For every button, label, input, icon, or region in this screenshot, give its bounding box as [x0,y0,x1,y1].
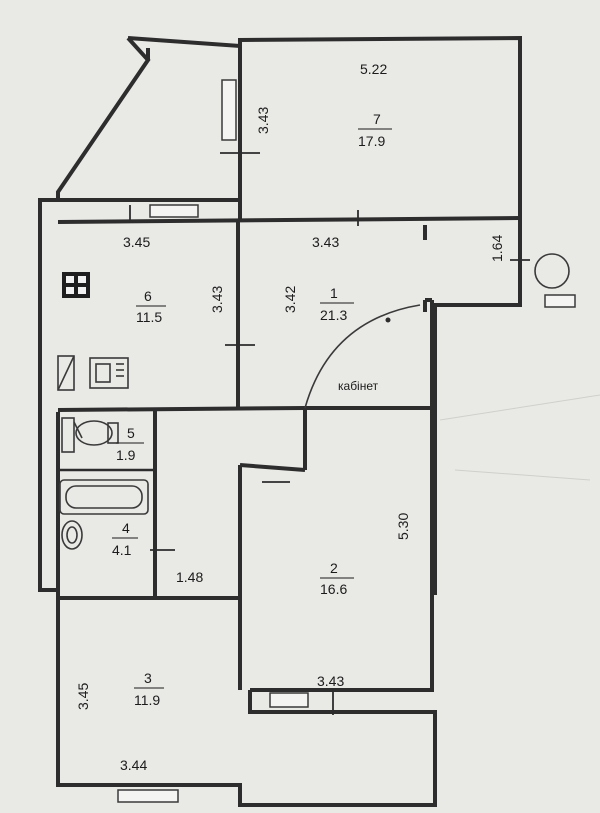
dim-corridor-width: 1.48 [176,569,203,585]
kitchen-stove-icon [62,272,90,298]
room-3-label: 3 11.9 [134,670,164,708]
interior-walls [56,46,521,690]
dim-room2-depth: 5.30 [395,513,411,540]
svg-text:1.9: 1.9 [116,447,136,463]
room-1-label: 1 21.3 [320,285,354,323]
dim-kitchen-depth: 3.43 [209,286,225,313]
room-7-label: 7 17.9 [358,111,392,149]
svg-text:17.9: 17.9 [358,133,385,149]
svg-text:5: 5 [127,425,135,441]
dim-room3-width: 3.44 [120,757,147,773]
dim-balcony-width: 3.43 [255,107,271,134]
bathtub-icon [59,479,149,515]
dim-hall-width: 3.43 [312,234,339,250]
balcony-column-icon [534,253,576,308]
svg-text:4.1: 4.1 [112,542,132,558]
room-5-label: 5 1.9 [116,425,144,463]
kitchen-sink-icon [89,357,129,389]
exterior-walls [38,35,522,807]
svg-text:6: 6 [144,288,152,304]
svg-text:7: 7 [373,111,381,127]
door-pivot [385,317,391,323]
room-6-label: 6 11.5 [136,288,166,325]
dimension-ticks [129,152,530,715]
dim-niche-width: 1.64 [489,235,505,262]
svg-text:11.5: 11.5 [136,309,162,325]
svg-text:16.6: 16.6 [320,581,347,597]
svg-text:11.9: 11.9 [134,692,160,708]
svg-text:1: 1 [330,285,338,301]
room-2-label: 2 16.6 [320,560,354,597]
counter-icon [57,355,75,391]
dim-room3-depth: 3.45 [75,683,91,710]
washbasin-icon [61,520,83,550]
dim-hall-depth: 3.42 [282,286,298,313]
windows [117,79,309,803]
room-4-label: 4 4.1 [112,520,138,558]
background-marks [439,394,600,481]
room-1-name: кабінет [338,379,379,393]
svg-text:2: 2 [330,560,338,576]
toilet-icon [61,417,119,453]
dim-room2-width: 3.43 [317,673,344,689]
door-arc [304,304,421,409]
dim-kitchen-width: 3.45 [123,234,150,250]
dim-balcony-length: 5.22 [360,61,387,77]
svg-text:3: 3 [144,670,152,686]
svg-text:4: 4 [122,520,130,536]
svg-text:21.3: 21.3 [320,307,347,323]
